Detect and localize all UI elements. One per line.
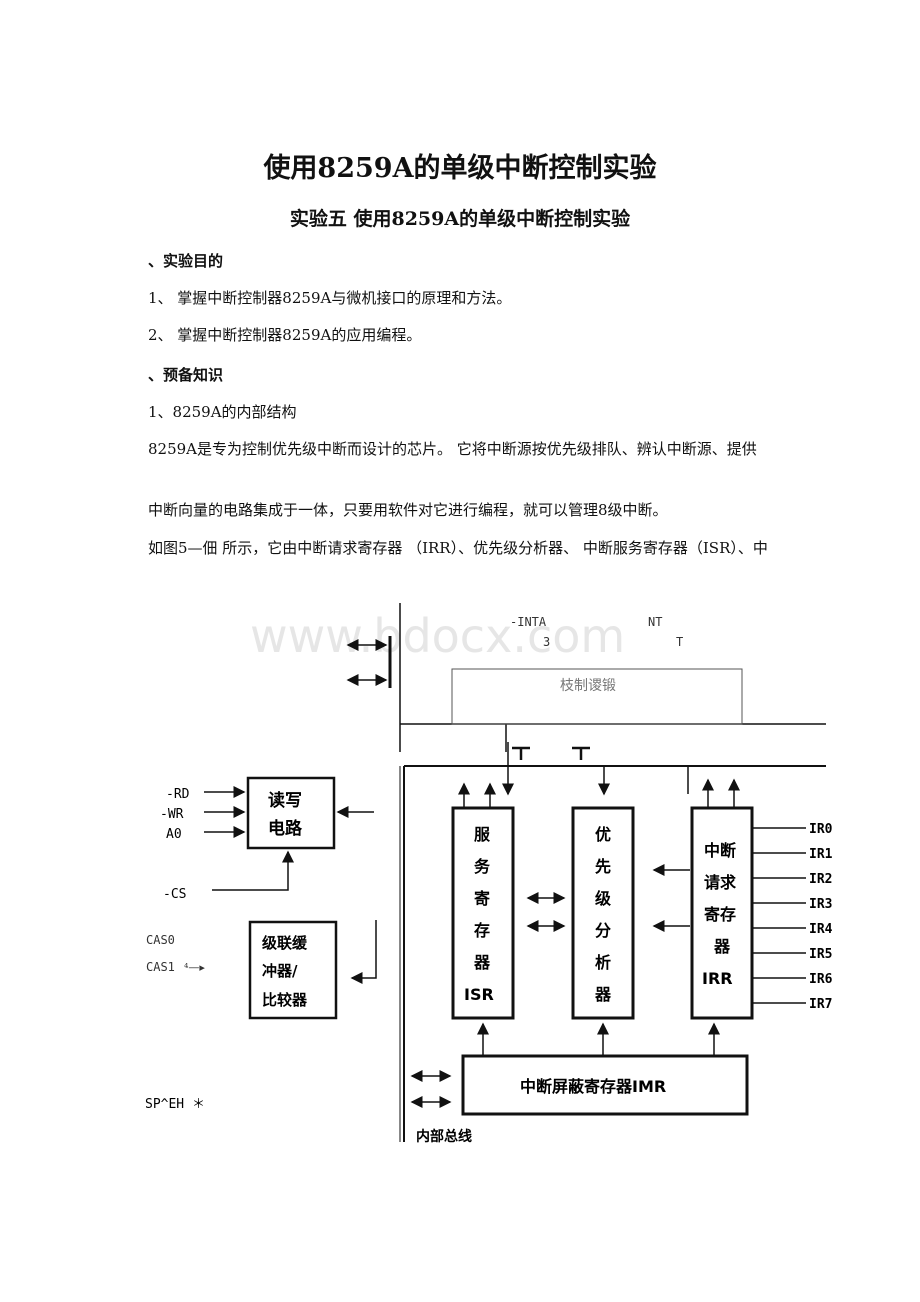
irr-line-2: 请求 xyxy=(704,873,737,892)
priority-analyzer-block xyxy=(571,806,635,1020)
priority-char-5: 析 xyxy=(595,953,611,972)
irr-block xyxy=(690,806,754,1020)
knowledge-item-1: 1、8259A的内部结构 xyxy=(148,403,297,421)
wr-label: -WR xyxy=(160,807,184,822)
read-write-block xyxy=(246,776,336,850)
cas1-arrow-mark: ⁴—▸ xyxy=(184,961,205,974)
ir7-label: IR7 xyxy=(809,997,832,1012)
cas1-label: CAS1 xyxy=(146,960,175,974)
rd-label: -RD xyxy=(166,787,190,802)
isr-char-4: 存 xyxy=(474,921,490,940)
cas0-label: CAS0 xyxy=(146,933,175,947)
purpose-item-1: 1、 掌握中断控制器8259A与微机接口的原理和方法。 xyxy=(148,289,512,307)
ir3-label: IR3 xyxy=(809,897,832,912)
section-heading-knowledge: 、预备知识 xyxy=(148,366,224,384)
t-label: T xyxy=(676,635,683,649)
document-title: 使用8259A的单级中断控制实验 xyxy=(263,153,657,184)
rw-block-line1: 读写 xyxy=(268,790,302,811)
irr-line-4: 器 xyxy=(713,937,731,956)
cascade-line1: 级联缓 xyxy=(262,934,308,952)
cs-label: -CS xyxy=(163,887,186,902)
ir0-label: IR0 xyxy=(809,822,833,837)
ir5-label: IR5 xyxy=(809,947,832,962)
priority-char-1: 优 xyxy=(595,825,611,844)
internal-bus-label: 内部总线 xyxy=(416,1128,472,1145)
purpose-item-2: 2、 掌握中断控制器8259A的应用编程。 xyxy=(148,326,422,344)
isr-char-3: 寄 xyxy=(474,889,490,908)
nt-label: NT xyxy=(648,615,662,629)
control-logic-block xyxy=(451,668,743,725)
priority-char-6: 器 xyxy=(594,985,612,1004)
watermark: www.bdocx.com xyxy=(250,609,625,663)
priority-char-4: 分 xyxy=(595,921,611,940)
priority-char-3: 级 xyxy=(595,889,612,908)
priority-char-2: 先 xyxy=(595,857,611,876)
irr-line-3: 寄存 xyxy=(704,905,736,924)
imr-block xyxy=(461,1054,749,1116)
cascade-line3: 比较器 xyxy=(262,991,308,1009)
inta-label: -INTA xyxy=(510,615,547,629)
isr-char-1: 服 xyxy=(474,825,491,844)
irr-line-5: IRR xyxy=(702,969,733,988)
rw-block-line2: 电路 xyxy=(268,818,303,839)
cascade-line2: 冲器/ xyxy=(262,962,298,980)
a0-label: A0 xyxy=(166,827,182,842)
ir1-label: IR1 xyxy=(809,847,833,862)
irr-line-1: 中断 xyxy=(704,841,736,860)
isr-char-6: ISR xyxy=(464,985,494,1004)
section-heading-purpose: 、实验目的 xyxy=(148,252,224,270)
ir4-label: IR4 xyxy=(809,922,833,937)
control-logic-label: 枝制谡锻 xyxy=(560,678,616,694)
ir2-label: IR2 xyxy=(809,872,832,887)
cascade-buffer-block xyxy=(248,920,338,1020)
isr-char-5: 器 xyxy=(473,953,491,972)
paragraph-1: 8259A是专为控制优先级中断而设计的芯片。 它将中断源按优先级排队、辨认中断源… xyxy=(148,440,757,458)
paragraph-3: 如图5—佃 所示，它由中断请求寄存器 （IRR）、优先级分析器、 中断服务寄存器… xyxy=(148,539,768,557)
imr-label: 中断屏蔽寄存器IMR xyxy=(520,1077,666,1096)
ir6-label: IR6 xyxy=(809,972,833,987)
isr-block xyxy=(451,806,515,1020)
inta-sub-label: 3 xyxy=(543,635,550,649)
isr-char-2: 务 xyxy=(474,857,491,876)
paragraph-2: 中断向量的电路集成于一体，只要用软件对它进行编程，就可以管理8级中断。 xyxy=(148,501,668,519)
sp-en-label: SP^EH ＊ xyxy=(145,1097,205,1112)
document-subtitle: 实验五 使用8259A的单级中断控制实验 xyxy=(289,208,631,230)
